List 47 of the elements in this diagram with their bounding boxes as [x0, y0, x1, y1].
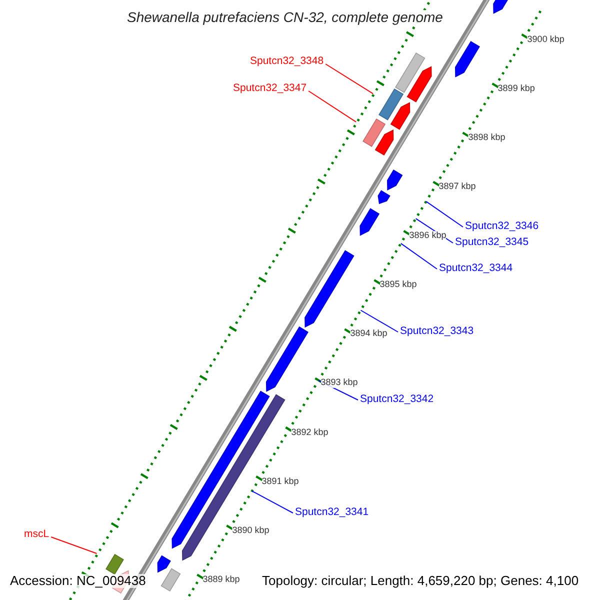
gene-label: Sputcn32_3342 — [360, 394, 434, 406]
gene-feature — [406, 66, 432, 102]
gene-block — [378, 88, 404, 120]
gene-feature — [378, 190, 390, 204]
gene-label: Sputcn32_3348 — [250, 56, 324, 68]
scale-label: 3898 kbp — [468, 132, 506, 143]
gene-label: mscL — [24, 529, 50, 541]
gene-label: Sputcn32_3344 — [439, 263, 513, 275]
gene-feature — [360, 208, 380, 236]
scale-label: 3891 kbp — [262, 476, 299, 487]
gene-label: Sputcn32_3341 — [295, 507, 369, 519]
scale-label: 3890 kbp — [232, 526, 270, 536]
leader-line — [400, 242, 438, 270]
gene-feature — [304, 250, 354, 328]
scale-label: 3896 kbp — [409, 231, 446, 242]
title: Shewanella putrefaciens CN-32, complete genome — [125, 10, 445, 26]
scale-label: 3900 kbp — [527, 34, 564, 45]
scale-label: 3895 kbp — [380, 280, 417, 290]
gene-label: Sputcn32_3347 — [233, 83, 307, 95]
scale-label: 3892 kbp — [291, 428, 328, 438]
gene-block — [160, 568, 181, 592]
genome-summary-text: Topology: circular; Length: 4,659,220 bp; Genes: 4,100 — [260, 574, 581, 588]
gene-feature — [390, 102, 410, 130]
scale-label: 3894 kbp — [350, 329, 388, 340]
leader-line — [426, 200, 464, 228]
gene-feature — [374, 130, 394, 156]
scale-label: 3893 kbp — [320, 378, 358, 388]
gene-block — [394, 52, 426, 93]
gene-block — [106, 554, 124, 575]
gene-feature — [455, 40, 480, 78]
accession-text: Accession: NC_009438 — [8, 574, 148, 588]
gene-label: Sputcn32_3346 — [465, 221, 539, 233]
leader-line — [50, 536, 98, 554]
gene-block — [362, 118, 386, 147]
gene-feature — [387, 170, 403, 190]
leader-line — [325, 64, 374, 94]
gene-label: Sputcn32_3343 — [400, 326, 474, 338]
scale-label: 3899 kbp — [498, 84, 535, 94]
leader-line — [360, 310, 398, 332]
gene-feature — [266, 326, 308, 392]
scale-label: 3897 kbp — [438, 182, 476, 192]
gene-feature — [157, 555, 171, 573]
gene-label: Sputcn32_3345 — [455, 237, 529, 249]
leader-line — [308, 90, 357, 122]
leader-line — [252, 490, 294, 514]
gene-feature — [182, 394, 286, 561]
scale-label: 3889 kbp — [202, 574, 240, 585]
